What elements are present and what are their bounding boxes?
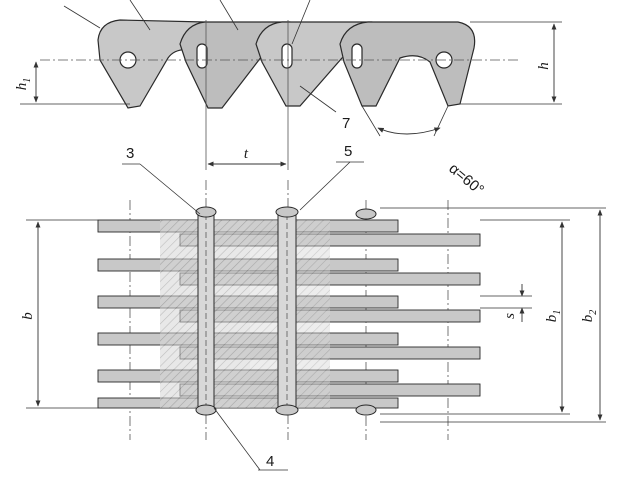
plan-view: 3 5 4 b s b1 b2	[20, 143, 606, 471]
pin-slot	[196, 43, 208, 69]
ref-3-label: 3	[126, 145, 134, 162]
t-label: t	[244, 146, 249, 162]
link-plate	[339, 21, 476, 107]
h1-label: h1	[14, 78, 33, 91]
pin-slot	[281, 43, 293, 69]
h-label: h	[536, 62, 552, 70]
side-view: h h1 t α=60° 7	[14, 0, 562, 199]
ref-4-label: 4	[266, 453, 274, 470]
angle-arc	[377, 127, 441, 135]
b2-label: b2	[580, 310, 599, 323]
pin-slot	[351, 43, 363, 69]
s-label: s	[502, 313, 518, 319]
ref-5-label: 5	[344, 143, 352, 160]
angle-label: α=60°	[445, 160, 487, 199]
b-label: b	[20, 312, 36, 320]
b1-label: b1	[544, 310, 563, 323]
pin-middle	[275, 206, 299, 416]
ref-7-label: 7	[342, 115, 350, 132]
pin-left	[195, 206, 217, 416]
pin-right	[355, 208, 377, 416]
